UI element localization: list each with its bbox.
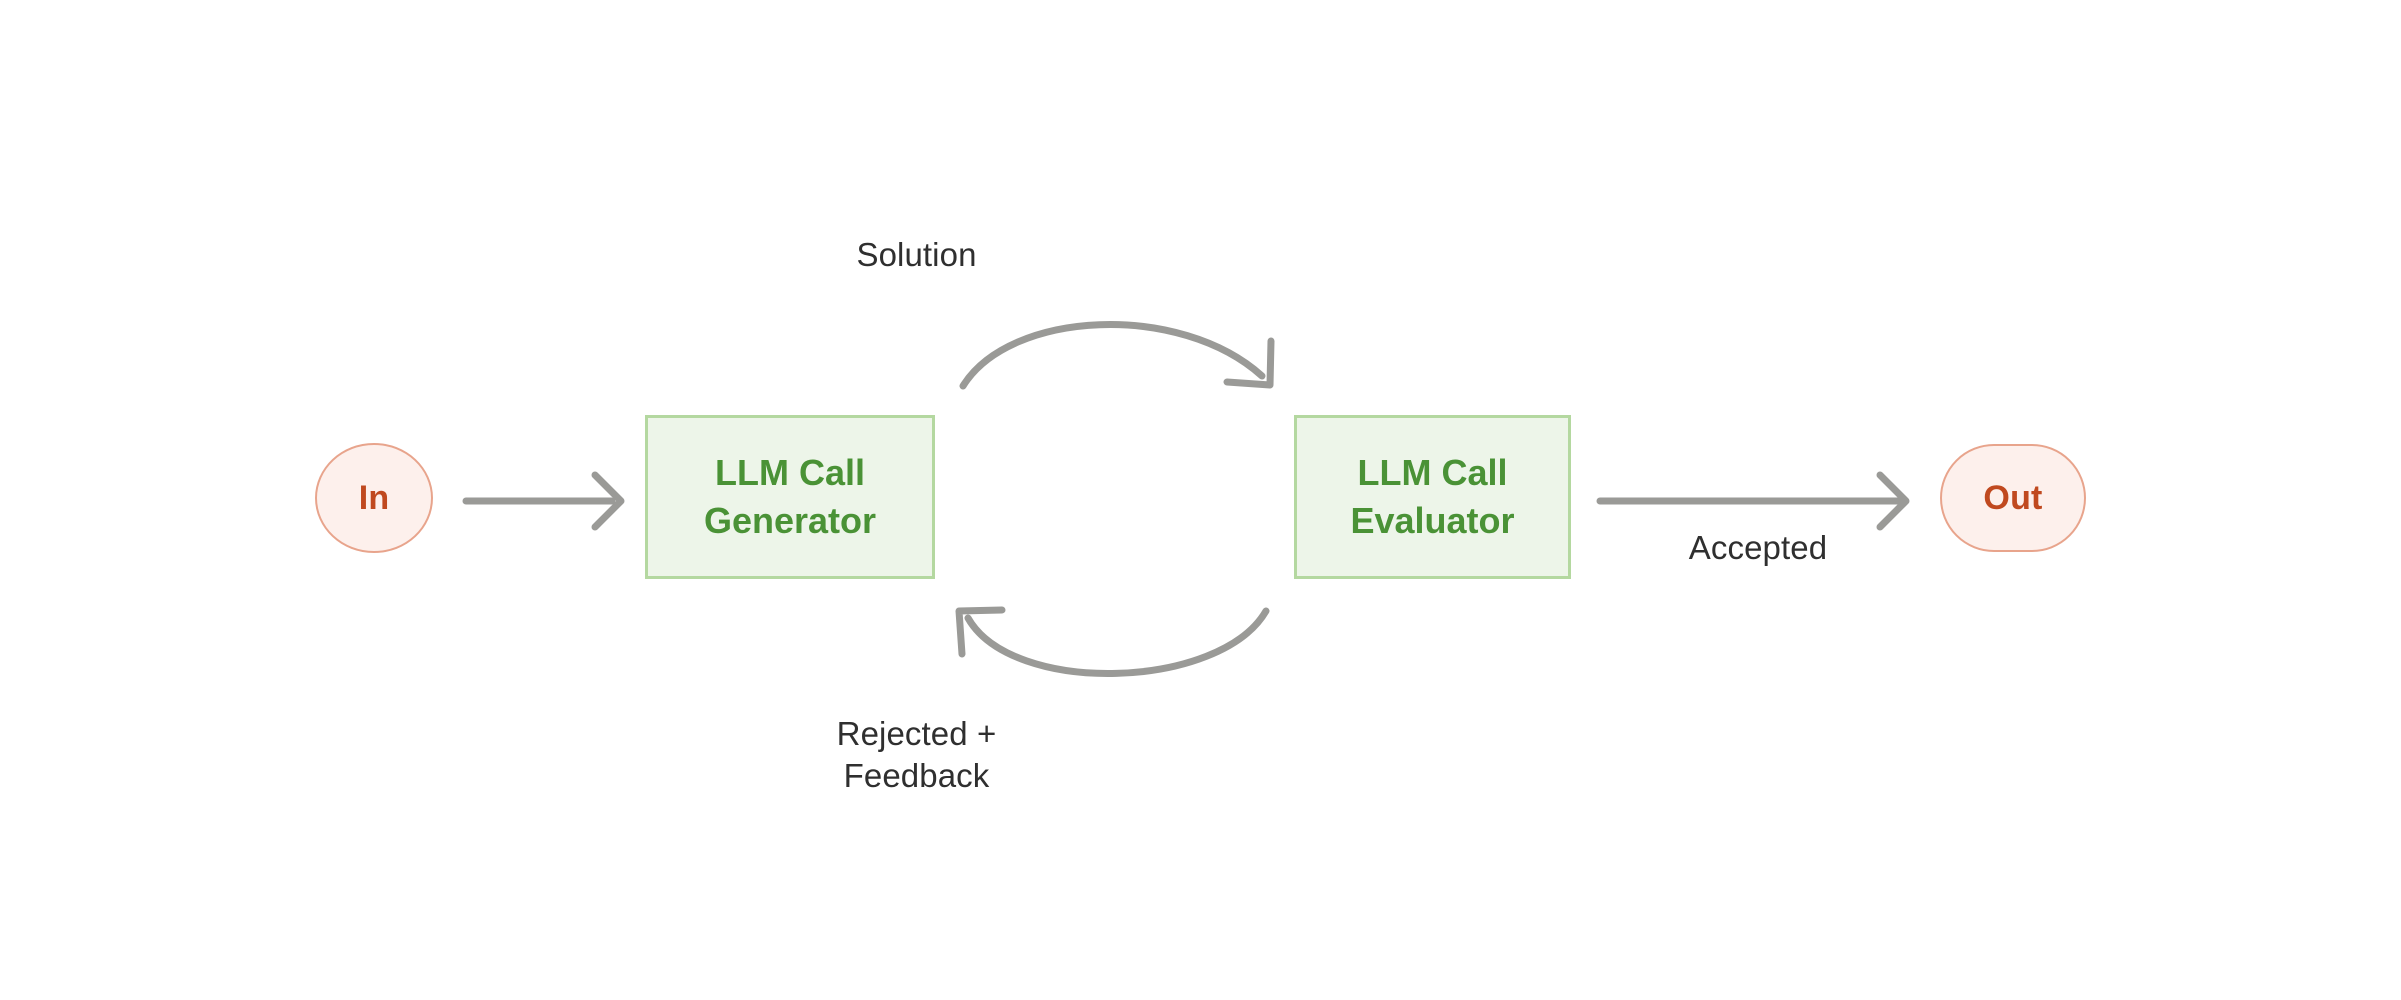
- node-llm-call-generator[interactable]: LLM Call Generator: [645, 415, 935, 579]
- edge-label-rejected-feedback: Rejected + Feedback: [836, 715, 997, 795]
- node-generator-line1: LLM Call: [715, 452, 865, 494]
- edge-generator-to-evaluator: [959, 321, 1275, 390]
- node-generator-line2: Generator: [703, 500, 877, 541]
- edge-evaluator-to-out: [1596, 471, 1910, 531]
- edge-label-solution: Solution: [856, 236, 977, 273]
- edge-in-to-generator: [462, 471, 625, 531]
- node-evaluator-line2: Evaluator: [1350, 500, 1515, 541]
- node-evaluator-line1: LLM Call: [1357, 452, 1508, 494]
- node-llm-call-evaluator[interactable]: LLM Call Evaluator: [1294, 415, 1571, 579]
- node-input[interactable]: In: [315, 443, 433, 553]
- edge-label-accepted: Accepted: [1688, 529, 1828, 566]
- edge-evaluator-to-generator: [955, 606, 1270, 677]
- node-output[interactable]: Out: [1940, 444, 2086, 552]
